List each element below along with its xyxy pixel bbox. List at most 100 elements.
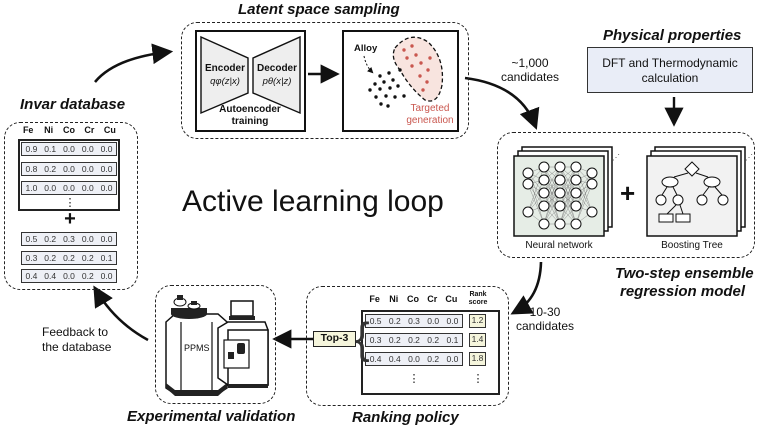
ensemble-title-line2: regression model: [620, 283, 746, 300]
ranking-policy-panel: [306, 286, 509, 406]
targeted-label-line2: generation: [406, 115, 454, 126]
nn-edge: [527, 183, 545, 225]
decoder-label: Decoder: [256, 63, 297, 74]
nn-node: [570, 200, 582, 212]
nn-node: [586, 167, 598, 179]
alloy-point: [384, 94, 388, 98]
alloy-pointer: [363, 55, 374, 74]
alloy-point: [388, 86, 392, 90]
ensemble-panel: [497, 132, 755, 258]
nn-node: [538, 218, 550, 230]
nn-node: [522, 167, 534, 179]
svg-text:⋰: ⋰: [745, 153, 753, 162]
arrow-ensemble-to-ranking: [510, 261, 543, 315]
nn-edge: [559, 179, 577, 225]
candidates-1000-line2: candidates: [500, 70, 560, 84]
alloy-point: [398, 68, 402, 72]
ppms-label: PPMS: [184, 343, 210, 353]
alloy-point: [379, 102, 383, 106]
nn-node: [570, 161, 582, 173]
plus-sign: +: [64, 208, 76, 230]
targeted-point: [425, 80, 429, 84]
dft-line2: calculation: [641, 71, 699, 85]
ranking-ellipsis: ⋮: [408, 373, 420, 385]
targeted-point: [421, 88, 425, 92]
vertical-ellipsis: ⋮: [64, 197, 76, 209]
top3-badge: [313, 331, 356, 347]
targeted-label-line1: Targeted: [410, 103, 450, 114]
encoder-formula: qφ(z|x): [210, 76, 240, 87]
autoencoder-box: [195, 30, 306, 132]
nn-node: [570, 187, 582, 199]
targeted-point: [410, 44, 414, 48]
nn-node: [554, 187, 566, 199]
targeted-region: [392, 36, 444, 102]
nn-node: [554, 218, 566, 230]
rank-score: 1.8: [469, 352, 486, 366]
nn-edge: [543, 179, 561, 225]
alloy-point: [378, 87, 382, 91]
top3-brace: {: [355, 314, 370, 363]
nn-edge: [559, 192, 577, 225]
rank-score: 1.4: [469, 333, 486, 347]
nn-edge: [543, 166, 561, 207]
nn-node: [538, 187, 550, 199]
nn-node: [554, 200, 566, 212]
latent-space-panel: [181, 22, 469, 139]
candidates-10-30-line2: candidates: [515, 319, 575, 333]
targeted-point: [405, 56, 409, 60]
targeted-point: [402, 48, 406, 52]
invar-database-panel: [4, 122, 138, 290]
feedback-line1: Feedback to: [42, 325, 109, 339]
rank-score-header-line2: score: [468, 299, 488, 306]
ranking-table: [361, 310, 500, 395]
targeted-point: [410, 64, 414, 68]
nn-node: [570, 174, 582, 186]
invar-columns-header: Fe Ni Co Cr Cu: [18, 125, 120, 135]
nn-edge: [575, 179, 593, 213]
dft-calculation-box: [587, 47, 753, 93]
invar-database-title: Invar database: [20, 96, 126, 113]
alloy-point: [373, 82, 377, 86]
top3-label: Top-3: [320, 332, 349, 344]
candidates-10-30-line1: 10-30: [529, 305, 561, 319]
alloy-point: [393, 95, 397, 99]
nn-node: [522, 206, 534, 218]
nn-edge: [527, 166, 545, 213]
feedback-line2: the database: [42, 340, 112, 354]
alloy-point: [386, 104, 390, 108]
encoder-label: Encoder: [204, 63, 245, 74]
alloy-point: [396, 84, 400, 88]
nn-edge: [543, 192, 561, 225]
nn-edge: [559, 166, 577, 207]
autoencoder-label-line2: training: [231, 116, 269, 127]
nn-edge: [575, 183, 593, 225]
column-co: Co: [63, 125, 76, 135]
dft-line1: DFT and Thermodynamic: [602, 56, 738, 70]
experimental-panel: [155, 285, 276, 404]
boosting-tree-icon: [655, 161, 729, 223]
latent-scatter-box: [342, 30, 459, 132]
nn-node: [554, 174, 566, 186]
nn-node: [522, 178, 534, 190]
targeted-point: [428, 56, 432, 60]
decoder-formula: pθ(x|z): [262, 76, 292, 87]
candidates-1000-line1: ~1,000: [511, 56, 549, 70]
svg-text:⋰: ⋰: [612, 153, 620, 162]
alloy-point: [382, 80, 386, 84]
column-cu: Cu: [103, 125, 116, 135]
nn-node: [538, 200, 550, 212]
neural-network-icon: [522, 161, 598, 230]
boosting-tree-label: Boosting Tree: [661, 240, 723, 251]
nn-node: [554, 161, 566, 173]
